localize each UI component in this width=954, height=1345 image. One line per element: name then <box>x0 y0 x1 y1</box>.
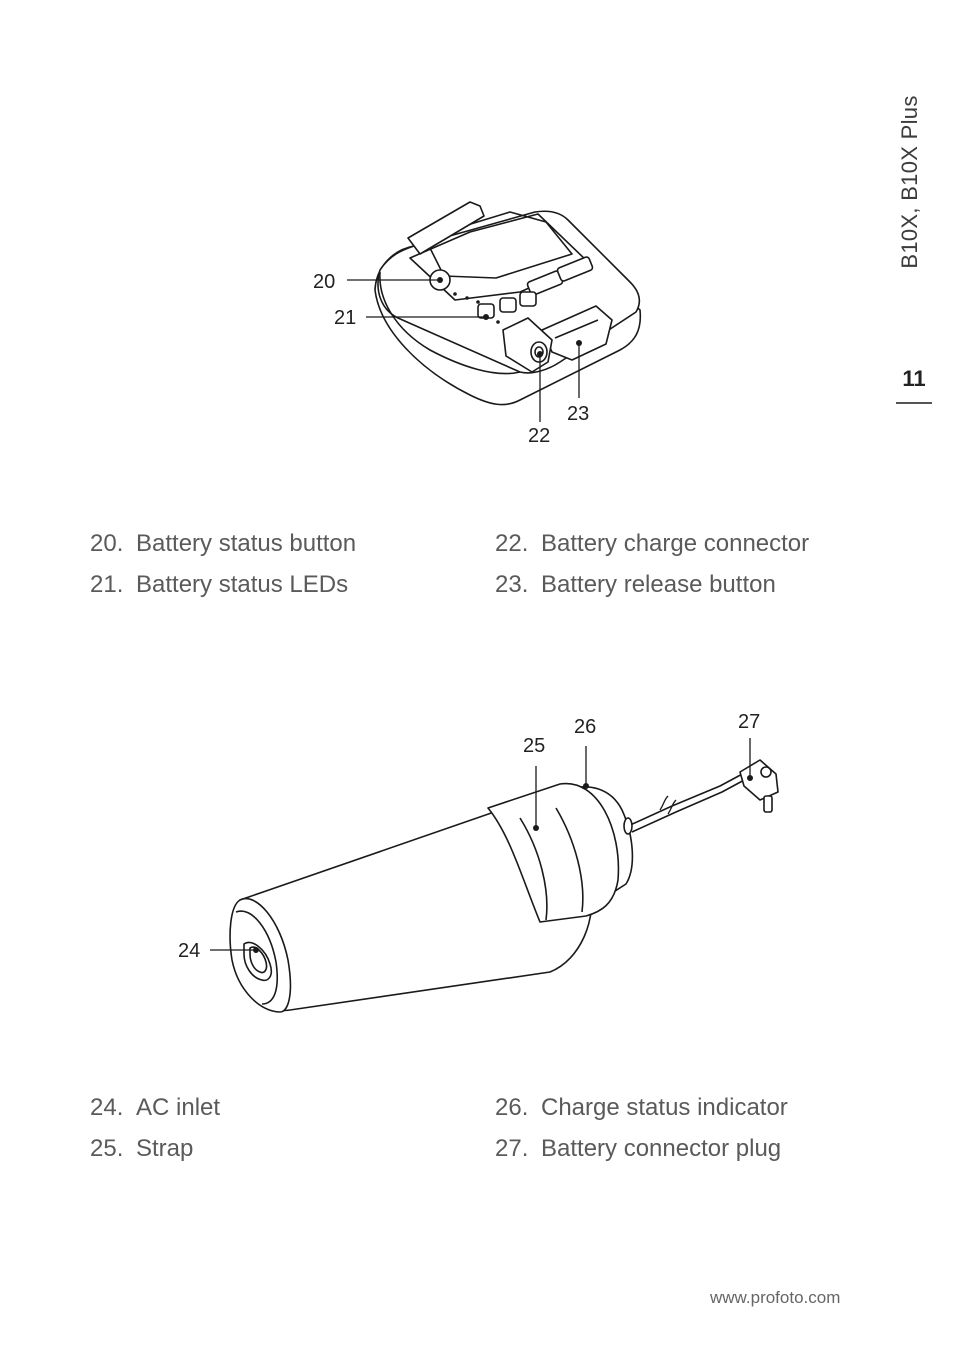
callout-lines <box>347 279 580 422</box>
charge-connector-dot <box>537 351 543 357</box>
strap-dot <box>533 825 539 831</box>
legend-label: Battery status button <box>136 530 357 557</box>
legend-item-20: 20. Battery status button <box>90 530 356 558</box>
callout-26: 26 <box>574 716 596 738</box>
legend-label: Battery connector plug <box>541 1135 782 1162</box>
legend-number: 24. <box>90 1094 124 1121</box>
legend-number: 25. <box>90 1135 124 1162</box>
legend-item-25: 25. Strap <box>90 1135 193 1163</box>
legend-number: 27. <box>495 1135 529 1162</box>
legend-number: 20. <box>90 530 124 557</box>
legend-item-27: 27. Battery connector plug <box>495 1135 781 1163</box>
legend-number: 23. <box>495 571 529 598</box>
charge-indicator-dot <box>583 783 589 789</box>
page-number-rule <box>896 402 932 404</box>
legend-label: Battery status LEDs <box>136 571 349 598</box>
legend-number: 21. <box>90 571 124 598</box>
callout-25: 25 <box>523 735 545 757</box>
legend-item-26: 26. Charge status indicator <box>495 1094 788 1122</box>
callout-21: 21 <box>334 307 356 329</box>
callout-20: 20 <box>313 271 335 293</box>
callout-24: 24 <box>178 940 200 962</box>
legend-label: AC inlet <box>136 1094 221 1121</box>
legend-item-24: 24. AC inlet <box>90 1094 220 1122</box>
status-leds <box>453 292 500 324</box>
footer-url: www.profoto.com <box>710 1288 841 1307</box>
ac-inlet-dot <box>253 947 259 953</box>
callout-22: 22 <box>528 425 550 447</box>
legend-item-21: 21. Battery status LEDs <box>90 571 348 599</box>
battery-body <box>374 201 642 406</box>
legend-label: Strap <box>136 1135 194 1162</box>
status-button-dot <box>437 277 443 283</box>
connector-plug-dot <box>747 775 753 781</box>
charger-illustration: 24 25 26 27 <box>178 711 779 1013</box>
legend-label: Charge status indicator <box>541 1094 788 1121</box>
release-button-dot <box>576 340 582 346</box>
page-number: 11 <box>902 366 926 391</box>
legend-number: 26. <box>495 1094 529 1121</box>
callout-27: 27 <box>738 711 760 733</box>
legend-label: Battery release button <box>541 571 776 598</box>
charger-body <box>229 759 779 1013</box>
callout-23: 23 <box>567 403 589 425</box>
legend-item-22: 22. Battery charge connector <box>495 530 809 558</box>
battery-illustration: 20 21 22 23 <box>313 201 642 447</box>
legend-label: Battery charge connector <box>541 530 810 557</box>
legend-item-23: 23. Battery release button <box>495 571 776 599</box>
callout-lines <box>210 738 751 951</box>
legend-number: 22. <box>495 530 529 557</box>
